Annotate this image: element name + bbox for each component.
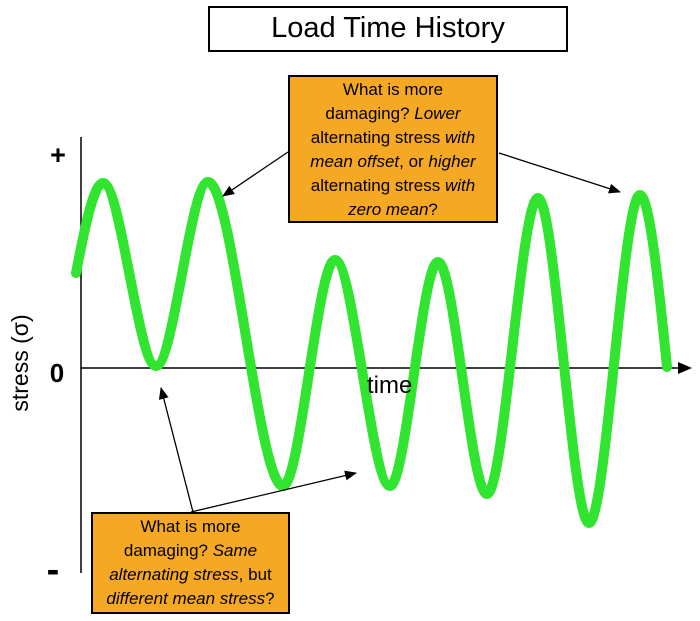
annotation-arrow — [158, 387, 194, 513]
callout-line: What is more — [342, 80, 444, 99]
annotation-arrow — [190, 470, 357, 513]
callout-line: alternating stress, but — [109, 565, 272, 584]
page-title: Load Time History — [271, 12, 505, 44]
callout-line: damaging? Same — [123, 541, 258, 560]
callout-line: damaging? Lower — [325, 104, 461, 123]
callout-line: alternating stress with — [310, 176, 476, 195]
annotation-arrow — [498, 152, 621, 194]
annotation-arrow — [222, 151, 289, 197]
stress-wave-path — [71, 177, 672, 528]
callout-line: zero mean? — [348, 200, 438, 219]
callout-line: mean offset, or higher — [310, 152, 476, 171]
y-axis-plus-label: + — [50, 140, 66, 170]
y-axis-zero-label: 0 — [49, 358, 65, 388]
x-axis-title: time — [367, 372, 413, 399]
title-box: Load Time History — [208, 6, 568, 52]
callout-line: What is more — [140, 517, 241, 536]
y-axis-title: stress (σ) — [7, 314, 33, 412]
callout-mean-offset-question: What is more damaging? Lower alternating… — [288, 75, 498, 223]
callout-mean-stress-question: What is more damaging? Same alternating … — [91, 512, 290, 614]
callout-line: different mean stress? — [106, 589, 275, 608]
y-axis-minus-label: - — [46, 549, 60, 591]
callout-line: alternating stress with — [310, 128, 476, 147]
